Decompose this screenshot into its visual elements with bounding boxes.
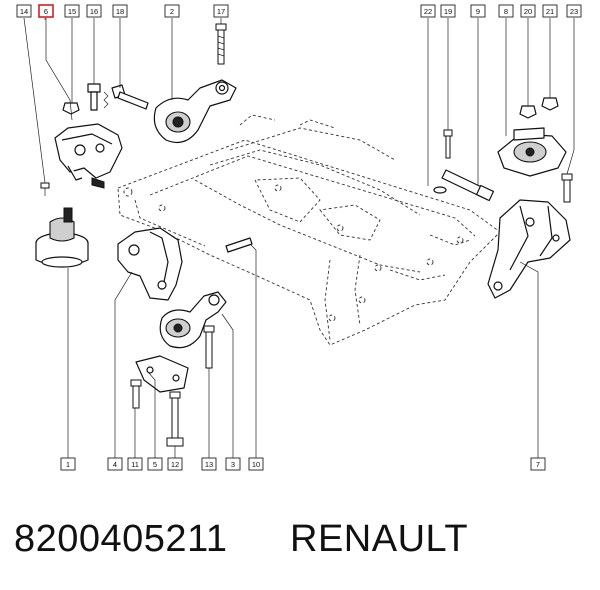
callout-11: 11 [127, 457, 143, 471]
callout-label: 16 [90, 7, 98, 16]
callout-label: 9 [476, 7, 480, 16]
callout-15: 15 [64, 4, 80, 18]
callout-label: 10 [252, 460, 260, 469]
bolt-13 [203, 325, 215, 369]
gearbox-mount-bracket-7 [487, 199, 571, 299]
callout-label-highlighted: 6 [44, 7, 48, 16]
brand-name: RENAULT [290, 518, 469, 560]
callout-label: 4 [113, 460, 117, 469]
callout-label: 22 [424, 7, 432, 16]
callouts-bottom: 1 4 11 5 12 13 3 10 [60, 457, 546, 471]
engine-mount-round [35, 207, 89, 268]
callout-17: 17 [213, 4, 229, 18]
nut-20 [519, 105, 537, 119]
torque-rod-2 [153, 79, 237, 143]
callout-20: 20 [520, 4, 536, 18]
callout-1: 1 [60, 457, 76, 471]
plate-5 [135, 355, 189, 393]
caption: 8200405211 RENAULT [0, 518, 600, 568]
bolt-23 [561, 173, 573, 203]
callout-label: 20 [524, 7, 532, 16]
callout-9: 9 [470, 4, 486, 18]
callout-label: 14 [20, 7, 28, 16]
subframe-outline [117, 114, 501, 346]
washer-22 [433, 186, 447, 194]
callout-12: 12 [167, 457, 183, 471]
callout-22: 22 [420, 4, 436, 18]
callout-label: 7 [536, 460, 540, 469]
callout-13: 13 [201, 457, 217, 471]
callouts-top: 14 6 15 16 18 2 17 22 [16, 4, 582, 18]
callout-label: 2 [170, 7, 174, 16]
callout-19: 19 [440, 4, 456, 18]
callout-7: 7 [530, 457, 546, 471]
rod-9 [441, 169, 495, 202]
callout-label: 8 [504, 7, 508, 16]
callout-label: 3 [231, 460, 235, 469]
lower-torque-link-3 [159, 291, 227, 349]
callout-label: 1 [66, 460, 70, 469]
callout-label: 12 [171, 460, 179, 469]
callout-label: 19 [444, 7, 452, 16]
bolt-14 [40, 182, 50, 196]
gearbox-bracket-4 [117, 227, 183, 301]
callout-label: 21 [546, 7, 554, 16]
callout-label: 11 [131, 460, 139, 469]
callout-2: 2 [164, 4, 180, 18]
bolt-12 [166, 391, 184, 447]
bolt-10 [225, 237, 253, 253]
callout-label: 18 [116, 7, 124, 16]
callout-8: 8 [498, 4, 514, 18]
bolt-11 [130, 379, 142, 409]
callout-18: 18 [112, 4, 128, 18]
callout-5: 5 [147, 457, 163, 471]
callout-23: 23 [566, 4, 582, 18]
bolt-16 [87, 83, 109, 111]
callout-21: 21 [542, 4, 558, 18]
callout-6: 6 [38, 4, 54, 18]
leader-lines [23, 17, 575, 460]
bolt-19 [443, 129, 453, 159]
nut-21 [541, 97, 559, 111]
part-number: 8200405211 [14, 518, 228, 560]
callout-16: 16 [86, 4, 102, 18]
exploded-parts-diagram: 14 6 15 16 18 2 17 22 [16, 4, 582, 471]
callout-label: 17 [217, 7, 225, 16]
callout-label: 23 [570, 7, 578, 16]
callout-label: 15 [68, 7, 76, 16]
callout-label: 13 [205, 460, 213, 469]
callout-4: 4 [107, 457, 123, 471]
bolt-17 [215, 23, 227, 65]
callout-label: 5 [153, 460, 157, 469]
callout-14: 14 [16, 4, 32, 18]
bolt-18 [111, 84, 149, 110]
callout-10: 10 [248, 457, 264, 471]
top-mount-8 [497, 127, 567, 177]
mount-bracket-6 [54, 123, 123, 189]
callout-3: 3 [225, 457, 241, 471]
